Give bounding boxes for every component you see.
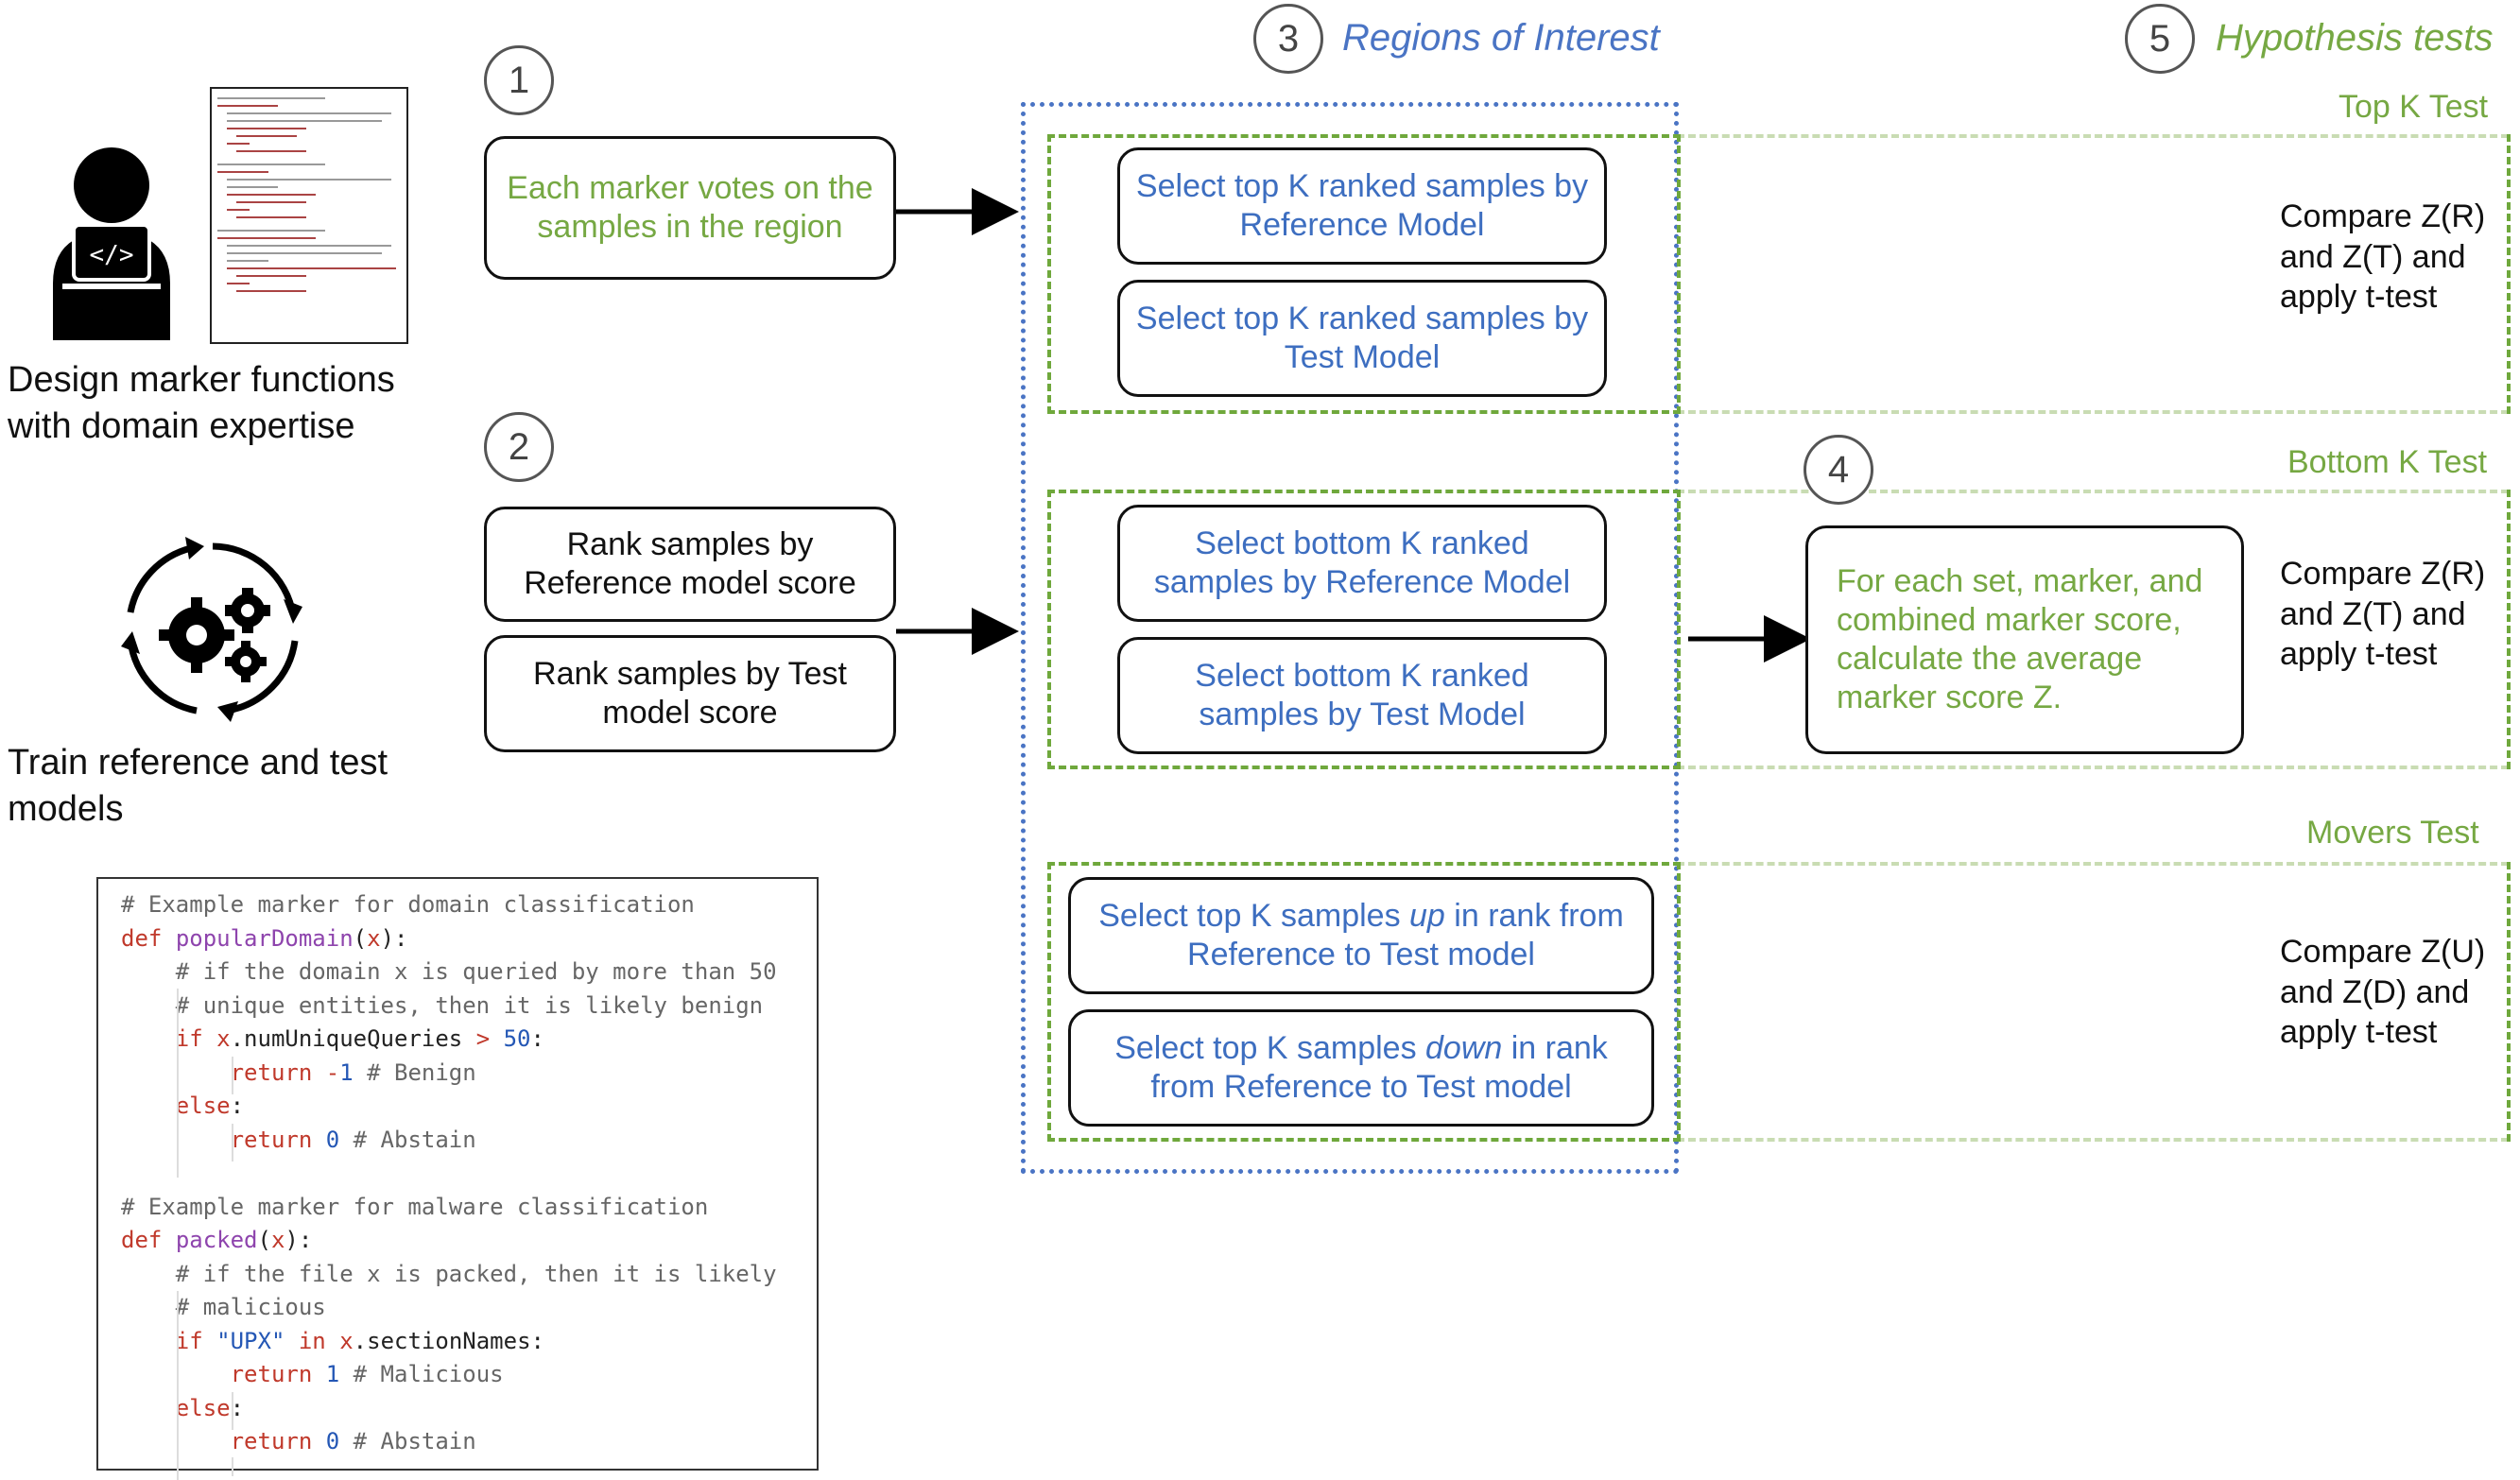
movers-up-pre: Select top K samples bbox=[1098, 898, 1410, 935]
regions-of-interest-frame bbox=[1021, 102, 1679, 1174]
step-5-circle: 5 bbox=[2125, 4, 2195, 74]
bottomk-compare-line-3: apply t-test bbox=[2280, 636, 2438, 672]
movers-test-label: Movers Test bbox=[2306, 815, 2479, 851]
caption-design-markers: Design marker functions with domain expe… bbox=[8, 357, 395, 451]
top-k-test-box: Select top K ranked samples by Test Mode… bbox=[1117, 280, 1607, 397]
code-line: return -1 # Benign bbox=[230, 1058, 476, 1086]
step-3-circle: 3 bbox=[1253, 4, 1323, 74]
code-line: # Example marker for domain classificati… bbox=[121, 891, 695, 918]
rank-test-box: Rank samples by Test model score bbox=[484, 635, 896, 752]
average-marker-score-box: For each set, marker, and combined marke… bbox=[1805, 525, 2244, 754]
step-2-circle: 2 bbox=[484, 412, 554, 482]
code-line: # if the domain x is queried by more tha… bbox=[121, 958, 777, 985]
caption-design-line-1: Design marker functions bbox=[8, 360, 395, 400]
code-line: # unique entities, then it is likely ben… bbox=[121, 991, 764, 1019]
bottomk-compare-line-2: and Z(T) and bbox=[2280, 595, 2466, 632]
code-line: if x.numUniqueQueries > 50: bbox=[175, 1025, 544, 1052]
code-line: else: bbox=[175, 1394, 245, 1421]
bottomk-compare-text: Compare Z(R) and Z(T) and apply t-test bbox=[2280, 554, 2485, 675]
movers-band-right bbox=[2458, 862, 2511, 1142]
bottomk-band-right bbox=[2458, 490, 2511, 769]
movers-band-extension bbox=[1677, 862, 2509, 1142]
regions-title: Regions of Interest bbox=[1342, 17, 1660, 59]
code-example-block: # Example marker for domain classificati… bbox=[96, 877, 819, 1480]
bottomk-compare-line-1: Compare Z(R) bbox=[2280, 556, 2486, 592]
code-line: # malicious bbox=[121, 1294, 326, 1320]
topk-compare-line-2: and Z(T) and bbox=[2280, 238, 2466, 275]
code-line: # Example marker for malware classificat… bbox=[121, 1193, 709, 1220]
bottom-k-reference-box: Select bottom K ranked samples by Refere… bbox=[1117, 505, 1607, 622]
topk-band-right bbox=[2458, 134, 2511, 414]
code-line: def popularDomain(x): bbox=[121, 924, 408, 952]
step-4-circle: 4 bbox=[1804, 435, 1873, 505]
rank-reference-box: Rank samples by Reference model score bbox=[484, 507, 896, 622]
topk-compare-line-1: Compare Z(R) bbox=[2280, 198, 2486, 234]
code-line: if "UPX" in x.sectionNames: bbox=[175, 1327, 544, 1354]
movers-compare-line-1: Compare Z(U) bbox=[2280, 934, 2486, 970]
topk-compare-text: Compare Z(R) and Z(T) and apply t-test bbox=[2280, 197, 2485, 318]
topk-band-extension bbox=[1677, 134, 2509, 414]
caption-train-line-2: models bbox=[8, 789, 124, 830]
code-thumbnail-icon bbox=[210, 87, 408, 344]
movers-down-em: down bbox=[1425, 1030, 1503, 1067]
movers-up-em: up bbox=[1409, 898, 1445, 935]
developer-laptop-icon: </> bbox=[53, 147, 170, 340]
movers-down-box: Select top K samples down in rank from R… bbox=[1068, 1009, 1654, 1127]
bottom-k-test-box: Select bottom K ranked samples by Test M… bbox=[1117, 637, 1607, 754]
movers-compare-line-2: and Z(D) and bbox=[2280, 973, 2470, 1010]
topk-region-frame bbox=[1047, 134, 1681, 414]
caption-design-line-2: with domain expertise bbox=[8, 406, 355, 447]
movers-down-pre: Select top K samples bbox=[1114, 1030, 1426, 1067]
bottomk-band-extension bbox=[1677, 490, 2509, 769]
caption-train-models: Train reference and test models bbox=[8, 740, 388, 834]
movers-compare-text: Compare Z(U) and Z(D) and apply t-test bbox=[2280, 932, 2485, 1053]
code-line: return 0 # Abstain bbox=[230, 1126, 476, 1153]
code-line: def packed(x): bbox=[121, 1227, 313, 1253]
code-line: else: bbox=[175, 1093, 245, 1119]
bottomk-region-frame bbox=[1047, 490, 1681, 769]
caption-train-line-1: Train reference and test bbox=[8, 743, 388, 783]
topk-compare-line-3: apply t-test bbox=[2280, 279, 2438, 315]
code-line: return 0 # Abstain bbox=[230, 1428, 476, 1454]
movers-up-box: Select top K samples up in rank from Ref… bbox=[1068, 877, 1654, 994]
hypothesis-title: Hypothesis tests bbox=[2216, 17, 2494, 59]
step1-vote-box: Each marker votes on the samples in the … bbox=[484, 136, 896, 280]
movers-down-post: in rank from Reference to Test model bbox=[1150, 1030, 1608, 1105]
svg-text:</>: </> bbox=[90, 241, 134, 269]
movers-region-frame bbox=[1047, 862, 1681, 1142]
top-k-reference-box: Select top K ranked samples by Reference… bbox=[1117, 147, 1607, 265]
code-line: # if the file x is packed, then it is li… bbox=[121, 1260, 777, 1287]
topk-test-label: Top K Test bbox=[2339, 89, 2489, 125]
gears-cycle-icon bbox=[121, 537, 302, 722]
movers-compare-line-3: apply t-test bbox=[2280, 1014, 2438, 1050]
movers-up-post: in rank from Reference to Test model bbox=[1187, 898, 1624, 972]
bottomk-test-label: Bottom K Test bbox=[2287, 444, 2488, 480]
code-line: return 1 # Malicious bbox=[230, 1361, 504, 1387]
step-1-circle: 1 bbox=[484, 45, 554, 115]
